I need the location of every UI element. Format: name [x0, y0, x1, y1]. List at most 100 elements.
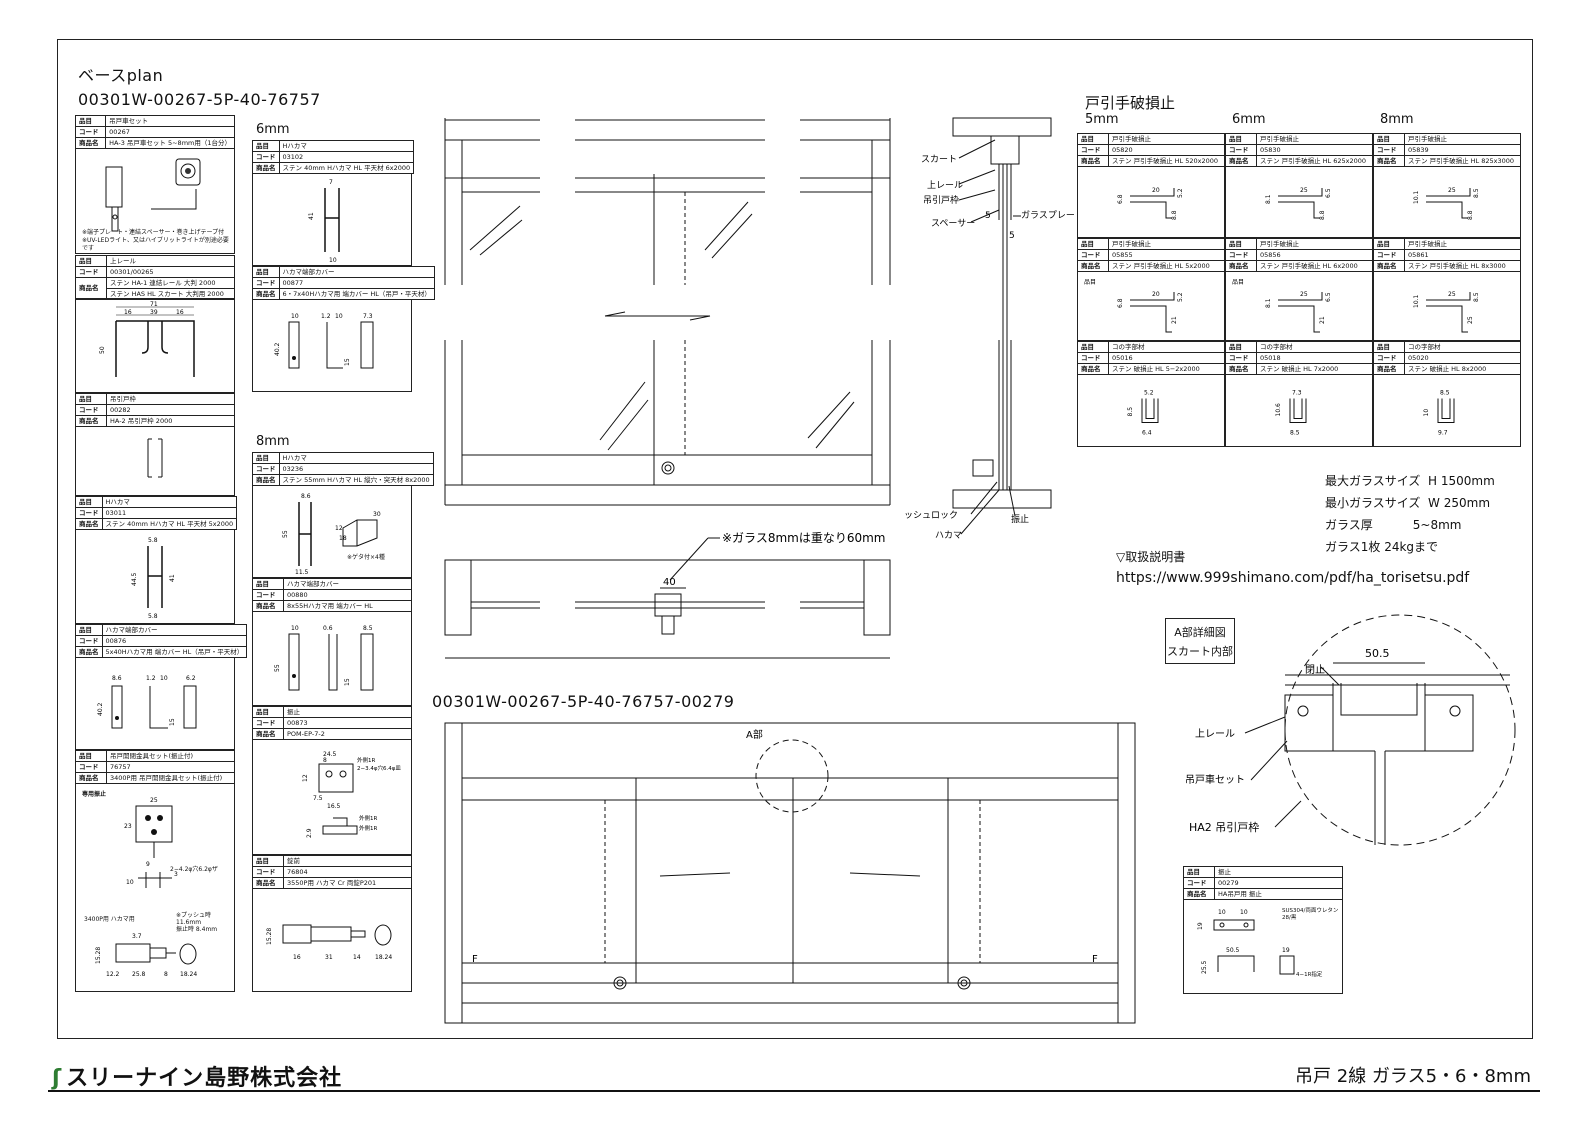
plan-overlap-note: ※ガラス8mmは重なり60mm: [722, 531, 885, 545]
dim-5-8a: 5.8: [148, 537, 158, 544]
label-glass-plate: ガラスプレート: [1021, 210, 1075, 221]
dim-55: 55: [282, 530, 289, 538]
cover-6-drawing: 10 1.2 10 7.3 40.2 15: [274, 313, 374, 369]
hiki-dim: 25: [1300, 291, 1308, 298]
footer-product-title: 吊戸 2線 ガラス5・6・8mm: [1295, 1066, 1531, 1087]
label-f-left: F: [472, 954, 478, 965]
dim-41: 41: [308, 212, 315, 220]
dim-44-5: 44.5: [131, 572, 138, 586]
hiki-dim: 21: [1319, 316, 1326, 324]
stopper-dim-10a: 10: [1218, 909, 1226, 916]
stopper-material-note: SUS304/両面ウレタン 28/黒: [1282, 908, 1339, 921]
stopper-dim-19a: 19: [1197, 922, 1204, 930]
hiki-dim: 6.5: [1325, 188, 1332, 198]
hiki-dim: 6.8: [1117, 194, 1124, 204]
dim-14: 14: [353, 954, 361, 961]
heading-8mm: 8mm: [256, 434, 290, 449]
upper-rail-figure: 71 16 39 16 50: [75, 298, 235, 393]
hiki-dim: 8.5: [1290, 430, 1300, 437]
hiki-dim: 20: [1152, 291, 1160, 298]
hiki-dim: 9.7: [1438, 430, 1448, 437]
dim-10: 10: [291, 625, 299, 632]
stopper-dim-19b: 19: [1282, 947, 1290, 954]
stopper-radius-note: 4−1R指定: [1296, 972, 1323, 978]
dim-7-3: 7.3: [363, 313, 373, 320]
dim-18-24: 18.24: [375, 954, 392, 961]
spec-row-weight: ガラス1枚 24kgまで: [1325, 540, 1439, 554]
footer-rule: [48, 1090, 1540, 1092]
hiki-dim: 20: [1152, 187, 1160, 194]
hiki-dim: 10.1: [1413, 294, 1420, 308]
dim-40-2: 40.2: [274, 342, 281, 356]
dim-71: 71: [150, 301, 158, 308]
dim-15-28: 15.28: [95, 947, 102, 964]
fitting-set-figure: 専用振止 25 23 9 3 10 3.7 15.28 12.2 25.8 8 …: [75, 783, 235, 992]
dim-8-5: 8.5: [363, 625, 373, 632]
dim-39: 39: [150, 309, 158, 316]
dim-12: 12: [302, 774, 309, 782]
dim-2-9: 2.9: [306, 828, 313, 838]
dim-55: 55: [274, 664, 281, 672]
spec-row-max: 最大ガラスサイズ H 1500mm: [1325, 474, 1495, 488]
label-hakama: ハカマ: [935, 530, 962, 541]
h-hakama-8-drawing: 8.6 55 11.5 12 18 30: [282, 493, 381, 576]
fitting-set-drawing: 25 23 9 3 10 3.7 15.28 12.2 25.8 8 18.24: [95, 797, 197, 978]
dim-16: 16: [293, 954, 301, 961]
h-hakama-6-figure: 7 41 10: [252, 173, 412, 266]
label-spacer: スペーサー: [931, 218, 975, 229]
hiki-dim: 25: [1448, 291, 1456, 298]
hiki-pre-label: 品目: [1232, 279, 1244, 286]
dim-3-7: 3.7: [132, 933, 142, 940]
label-push-lock: プッシュロック: [905, 510, 958, 521]
dim-16a: 16: [124, 309, 132, 316]
stopper-dim-10b: 10: [1240, 909, 1248, 916]
cover-6-figure: 10 1.2 10 7.3 40.2 15: [252, 299, 412, 392]
cover-5-figure: 8.6 1.2 10 6.2 40.2 15: [75, 657, 235, 750]
hiki-dim: 8.8: [1319, 210, 1326, 220]
dim-1-2: 1.2: [146, 675, 156, 682]
label-f-right: F: [1092, 954, 1098, 965]
dim-25-8: 25.8: [132, 971, 146, 978]
dim-8-6: 8.6: [112, 675, 122, 682]
plan-dim-40: 40: [663, 577, 676, 588]
hiki-dim: 5.2: [1177, 292, 1184, 302]
frame-figure: [75, 426, 235, 496]
wheel-set-drawing: [105, 158, 201, 232]
note-outer-1r-a: 外側1R: [357, 756, 375, 764]
note-holes: 2−3.4φ穴6.4φ皿: [357, 764, 401, 772]
company-name: スリーナイン島野株式会社: [66, 1066, 343, 1091]
hiki-col-6mm: 6mm: [1232, 112, 1266, 127]
stopper-figure: 10 10 19 50.5 19 25.5 SUS304/両面ウレタン 28/黒…: [1183, 899, 1343, 994]
dim-18: 18: [339, 535, 347, 542]
hiki-dim: 6.5: [1325, 292, 1332, 302]
upper-elevation-drawing: 40 ※ガラス8mmは重なり60mm: [444, 118, 891, 659]
stopper-dim-25-5: 25.5: [1201, 960, 1208, 974]
manual-url[interactable]: https://www.999shimano.com/pdf/ha_torise…: [1116, 570, 1470, 586]
detail-title-box: A部詳細図 スカート内部: [1165, 618, 1235, 664]
frame-drawing: [147, 438, 163, 478]
dim-3: 3: [174, 871, 178, 878]
manual-label: ▽取扱説明書: [1116, 550, 1186, 564]
cover-8-figure: 10 0.6 8.5 55 15: [252, 611, 412, 706]
detail-label-upper-rail: 上レール: [1195, 728, 1235, 740]
dim-12: 12: [335, 525, 343, 532]
wheel-set-note: ※端子プレート・連結スペーサー・巻き上げテープ付 ※UV-LEDライト、又はハイ…: [82, 229, 229, 252]
